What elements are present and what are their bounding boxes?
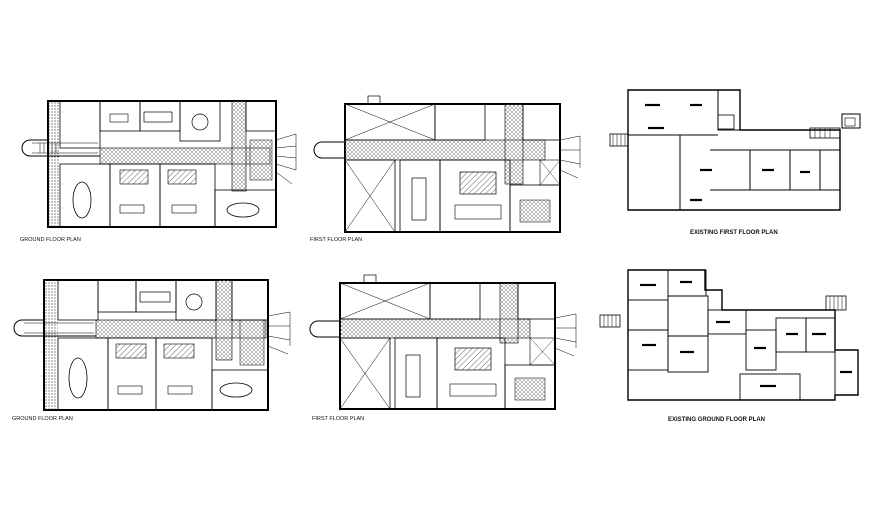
label-existing-first-floor-plan: EXISTING FIRST FLOOR PLAN (690, 230, 778, 236)
label-first-floor-plan-bottom: FIRST FLOOR PLAN (312, 416, 364, 422)
ground-floor-plan-bottom (13, 279, 291, 411)
first-floor-plan-top (313, 95, 581, 233)
ground-floor-plan-top (21, 100, 297, 228)
label-ground-floor-plan-top: GROUND FLOOR PLAN (20, 237, 81, 243)
label-existing-ground-floor-plan: EXISTING GROUND FLOOR PLAN (668, 417, 765, 423)
existing-ground-floor-plan (599, 269, 859, 401)
existing-first-floor-plan (609, 89, 861, 211)
first-floor-plan-bottom (309, 274, 577, 410)
label-ground-floor-plan-bottom: GROUND FLOOR PLAN (12, 416, 73, 422)
label-first-floor-plan-top: FIRST FLOOR PLAN (310, 237, 362, 243)
